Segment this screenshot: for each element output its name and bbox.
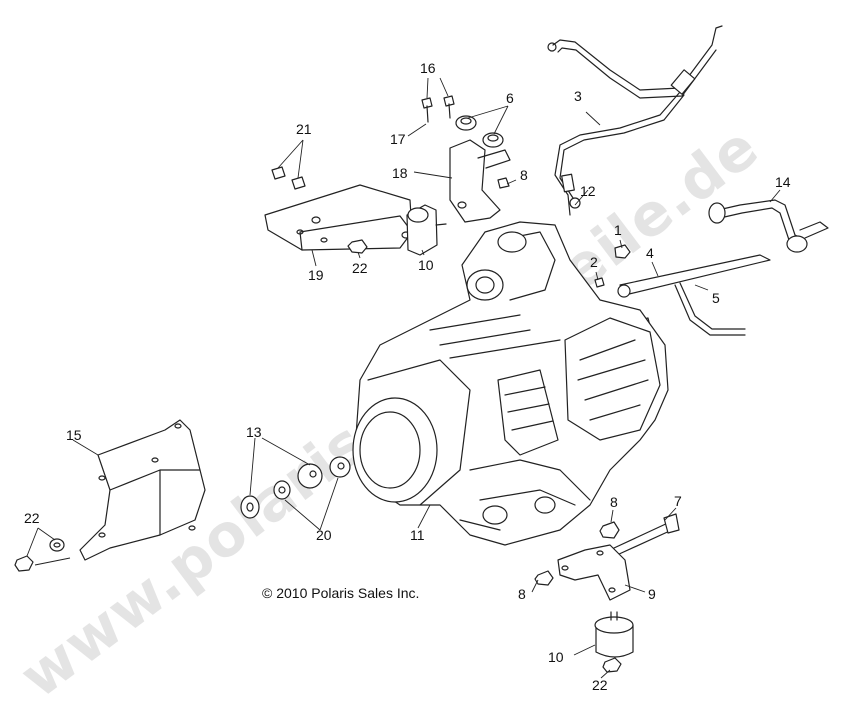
tube-5 — [617, 254, 771, 336]
nut-22-bottom — [602, 657, 622, 673]
hose-14 — [708, 199, 829, 253]
callout-3: 3 — [574, 88, 582, 104]
mount-10-bottom — [594, 611, 634, 658]
bolts-21 — [271, 166, 306, 190]
callout-8-top: 8 — [520, 167, 528, 183]
copyright-notice: © 2010 Polaris Sales Inc. — [262, 585, 419, 601]
callout-22-left: 22 — [24, 510, 40, 526]
callout-18: 18 — [392, 165, 408, 181]
mount-10-top — [406, 204, 447, 256]
bracket-18 — [449, 139, 511, 223]
bolts-16 — [421, 95, 455, 123]
callout-10-low: 10 — [548, 649, 564, 665]
callout-2: 2 — [590, 254, 598, 270]
callout-22-low: 22 — [592, 677, 608, 693]
callout-4: 4 — [646, 245, 654, 261]
callout-22-top: 22 — [352, 260, 368, 276]
callout-11: 11 — [410, 527, 425, 543]
bracket-15 — [79, 419, 206, 561]
callout-9: 9 — [648, 586, 656, 602]
callout-16: 16 — [420, 60, 436, 76]
washers-13-20 — [240, 456, 351, 519]
bracket-9 — [557, 544, 631, 601]
nut-22-top — [347, 239, 368, 254]
bracket-19 — [264, 184, 413, 251]
callout-14: 14 — [775, 174, 791, 190]
callout-20: 20 — [316, 527, 332, 543]
callout-10-top: 10 — [418, 257, 434, 273]
grommets-6 — [455, 115, 504, 148]
callout-13: 13 — [246, 424, 262, 440]
callout-8-low: 8 — [518, 586, 526, 602]
bolt-7 — [613, 513, 680, 556]
nut-8-lower — [534, 570, 554, 586]
engine-11 — [352, 221, 669, 546]
callout-7: 7 — [674, 493, 682, 509]
nut-8-upper — [599, 521, 620, 539]
line-assembly-3 — [547, 25, 723, 216]
callout-5: 5 — [712, 290, 720, 306]
callout-1: 1 — [614, 222, 622, 238]
nut-22-left — [14, 538, 71, 572]
leader-lines — [26, 77, 781, 679]
callout-6: 6 — [506, 90, 514, 106]
callout-21: 21 — [296, 121, 312, 137]
callout-labels: 16 6 3 21 17 18 8 12 14 1 2 4 5 19 22 10… — [24, 60, 791, 693]
callout-15: 15 — [66, 427, 82, 443]
callout-8-mid: 8 — [610, 494, 618, 510]
callout-19: 19 — [308, 267, 324, 283]
callout-17: 17 — [390, 131, 406, 147]
callout-12: 12 — [580, 183, 596, 199]
